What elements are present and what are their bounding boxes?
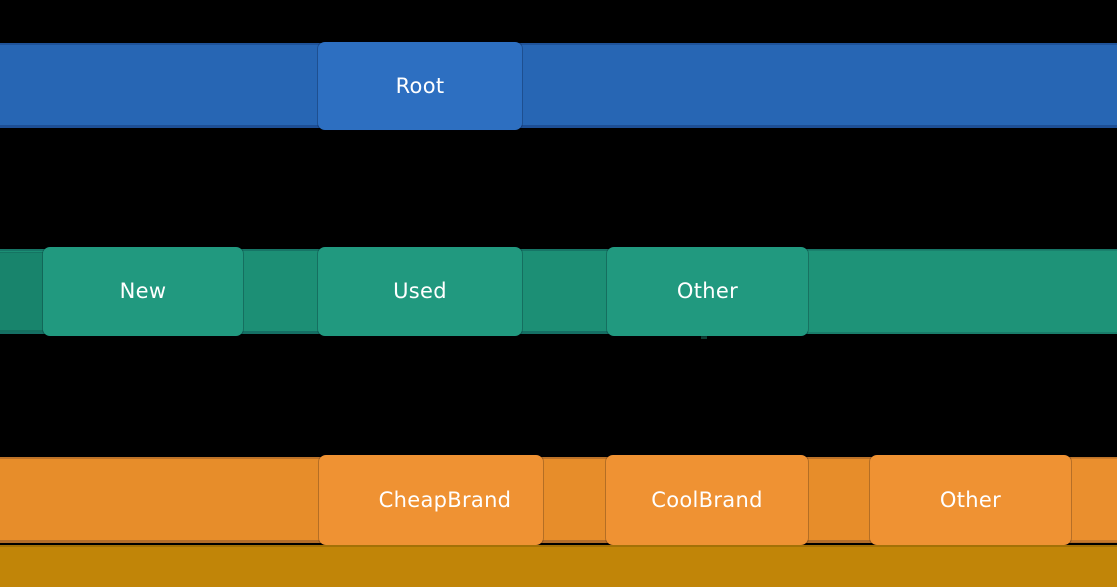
level-1-right-segment[interactable] <box>808 250 1117 334</box>
node-label: Other <box>676 279 739 303</box>
node-label: CoolBrand <box>651 487 763 512</box>
node-new[interactable]: New <box>43 247 243 336</box>
level-0-band[interactable] <box>0 43 1117 128</box>
node-label: New <box>119 279 167 303</box>
node-label: Used <box>393 279 447 303</box>
node-label: Root <box>395 73 445 98</box>
level-2-right-segment[interactable] <box>1071 458 1117 542</box>
caret-artifact <box>701 335 707 339</box>
node-label: Other <box>939 487 1002 512</box>
level-1-left-segment[interactable] <box>0 252 43 332</box>
node-cheapbrand[interactable]: CheapBrand <box>319 455 543 545</box>
node-coolbrand[interactable]: CoolBrand <box>606 455 808 545</box>
node-used[interactable]: Used <box>318 247 522 336</box>
node-other-level2[interactable]: Other <box>870 455 1071 545</box>
node-root[interactable]: Root <box>318 42 522 130</box>
level-3-strip[interactable] <box>0 545 1117 587</box>
node-other-level1[interactable]: Other <box>607 247 808 336</box>
node-label: CheapBrand <box>378 487 512 512</box>
